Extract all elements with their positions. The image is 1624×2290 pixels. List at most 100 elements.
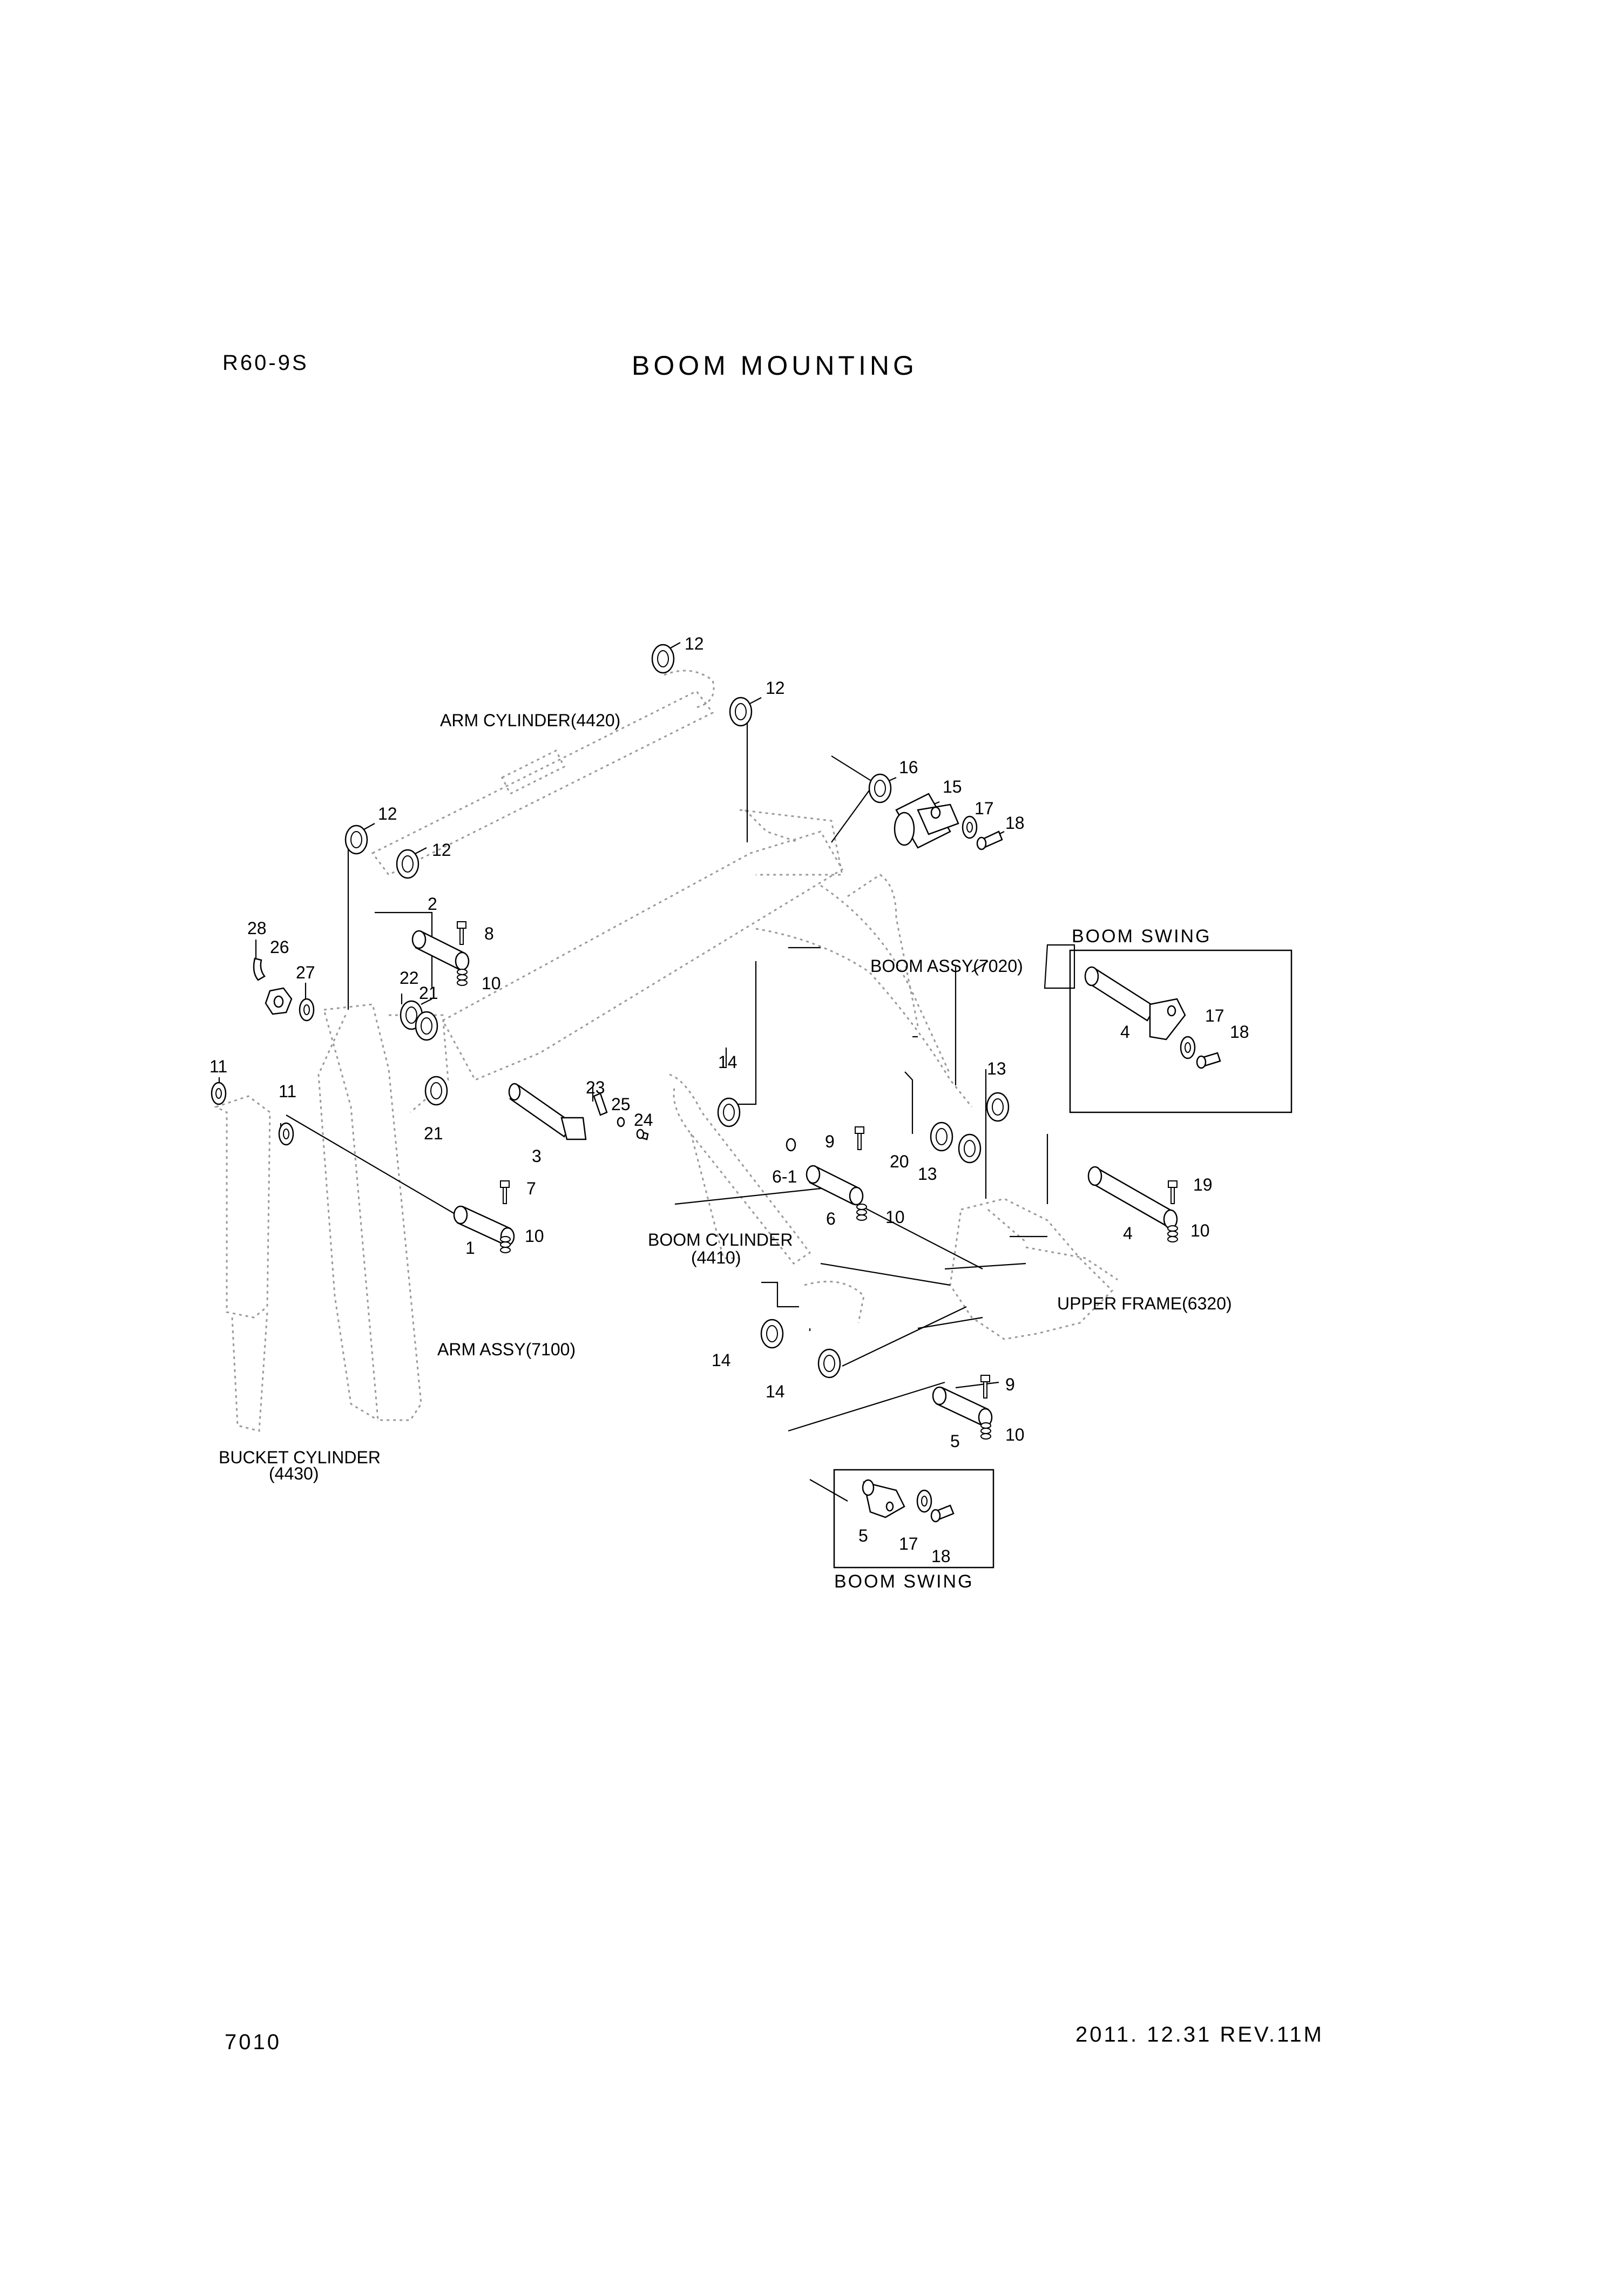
label-upper-frame: UPPER FRAME(6320) <box>1057 1294 1232 1313</box>
washer-12-left-b <box>396 849 419 879</box>
callout-4: 4 <box>1123 1224 1133 1243</box>
washer-21-a <box>415 1011 438 1041</box>
washer-14-b <box>760 1319 784 1349</box>
callout-17: 17 <box>1205 1006 1224 1025</box>
callout-28: 28 <box>247 918 267 938</box>
washer-21-b <box>424 1076 448 1106</box>
washer-17-swing <box>1180 1036 1196 1059</box>
washer-14-c <box>817 1348 841 1379</box>
washer-27 <box>299 998 315 1022</box>
lock-washer-10-a <box>457 969 468 986</box>
label-arm-cylinder: ARM CYLINDER(4420) <box>440 711 620 730</box>
washer-12-top <box>651 644 675 674</box>
callout-18: 18 <box>931 1546 951 1566</box>
page-number: 7010 <box>225 2030 281 2054</box>
callout-26: 26 <box>270 937 289 957</box>
label-boom-swing-bottom: BOOM SWING <box>834 1571 974 1592</box>
washer-12-left-a <box>344 825 368 855</box>
pin-2 <box>411 930 470 971</box>
pin-3 <box>508 1083 587 1140</box>
callout-2: 2 <box>428 894 437 914</box>
callout-17: 17 <box>975 799 994 818</box>
washer-12-right <box>729 697 753 727</box>
callout-23: 23 <box>586 1078 605 1097</box>
callout-8: 8 <box>484 924 494 943</box>
callout-22: 22 <box>400 968 419 988</box>
callout-10: 10 <box>525 1226 544 1246</box>
pin-4 <box>1087 1166 1178 1230</box>
callout-5: 5 <box>858 1526 868 1545</box>
callout-11: 11 <box>209 1057 227 1076</box>
callout-3: 3 <box>532 1146 542 1166</box>
callout-10: 10 <box>1190 1221 1210 1240</box>
bolt-18-swing <box>1196 1052 1221 1069</box>
washer-14-a <box>717 1097 741 1127</box>
arm-ghost <box>317 1003 449 1421</box>
boom-swing-frame-bottom <box>833 1469 994 1569</box>
callout-14: 14 <box>712 1350 731 1370</box>
washer-11-a <box>211 1082 227 1105</box>
callout-12: 12 <box>378 804 397 823</box>
callout-16: 16 <box>899 758 918 777</box>
callout-11: 11 <box>279 1082 296 1101</box>
callout-5: 5 <box>950 1431 960 1451</box>
callout-6-1: 6-1 <box>772 1167 797 1186</box>
callout-14: 14 <box>766 1382 785 1401</box>
washer-11-b <box>278 1122 294 1146</box>
pin-6 <box>806 1165 864 1206</box>
callout-20: 20 <box>890 1152 909 1171</box>
callout-13: 13 <box>987 1059 1006 1078</box>
bolt-18-top <box>976 830 1003 850</box>
pin-5-swing <box>862 1479 905 1518</box>
label-bucket-cylinder-code: (4430) <box>269 1464 319 1483</box>
washer-17-top <box>962 815 978 839</box>
pin-15 <box>894 793 959 849</box>
page-title: BOOM MOUNTING <box>632 350 918 381</box>
callout-21: 21 <box>424 1124 443 1143</box>
callout-12: 12 <box>432 840 451 860</box>
callout-18: 18 <box>1005 813 1025 833</box>
callout-15: 15 <box>943 777 962 796</box>
washer-16 <box>868 773 892 803</box>
lock-washer-10-b <box>856 1204 867 1221</box>
bolt-9-b <box>980 1375 990 1399</box>
callout-18: 18 <box>1230 1022 1249 1042</box>
callout-10: 10 <box>1005 1425 1025 1444</box>
callout-6: 6 <box>826 1209 836 1228</box>
callout-9: 9 <box>825 1132 835 1151</box>
callout-17: 17 <box>899 1534 918 1553</box>
label-bucket-cylinder: BUCKET CYLINDER <box>219 1448 381 1467</box>
callout-24: 24 <box>634 1110 653 1130</box>
lock-washer-10-e <box>980 1422 991 1440</box>
callout-19: 19 <box>1193 1175 1213 1194</box>
label-boom-assy: BOOM ASSY(7020) <box>870 956 1023 976</box>
boom-swing-frame-top <box>1069 949 1293 1113</box>
label-boom-swing-top: BOOM SWING <box>1072 926 1212 947</box>
boom-ghost <box>441 809 973 1107</box>
washer-20 <box>930 1122 953 1152</box>
callout-9: 9 <box>1005 1375 1015 1394</box>
model-code: R60-9S <box>222 351 309 375</box>
callout-12: 12 <box>766 678 785 698</box>
callout-27: 27 <box>296 963 315 982</box>
callout-10: 10 <box>885 1207 905 1227</box>
lock-washer-10-d <box>1167 1225 1178 1242</box>
lock-washer-10-c <box>500 1236 511 1253</box>
split-pin-28 <box>253 957 266 981</box>
washer-25 <box>617 1117 625 1127</box>
callout-10: 10 <box>482 974 501 993</box>
grease-nipple-6-1 <box>786 1138 796 1152</box>
callout-1: 1 <box>465 1238 475 1258</box>
bolt-8 <box>457 921 466 945</box>
pin-4-swing <box>1084 966 1186 1041</box>
pin-5 <box>932 1386 993 1427</box>
nut-26 <box>265 987 293 1015</box>
washer-13-a <box>986 1092 1010 1122</box>
stopper-23 <box>593 1092 608 1116</box>
washer-17-swing-b <box>916 1489 932 1513</box>
part-callouts: 12 12 12 12 16 15 17 18 2 8 28 26 27 22 … <box>209 634 1249 1566</box>
revision-date: 2011. 12.31 REV.11M <box>1075 2023 1324 2046</box>
callout-12: 12 <box>685 634 704 653</box>
bolt-9-a <box>855 1126 864 1150</box>
